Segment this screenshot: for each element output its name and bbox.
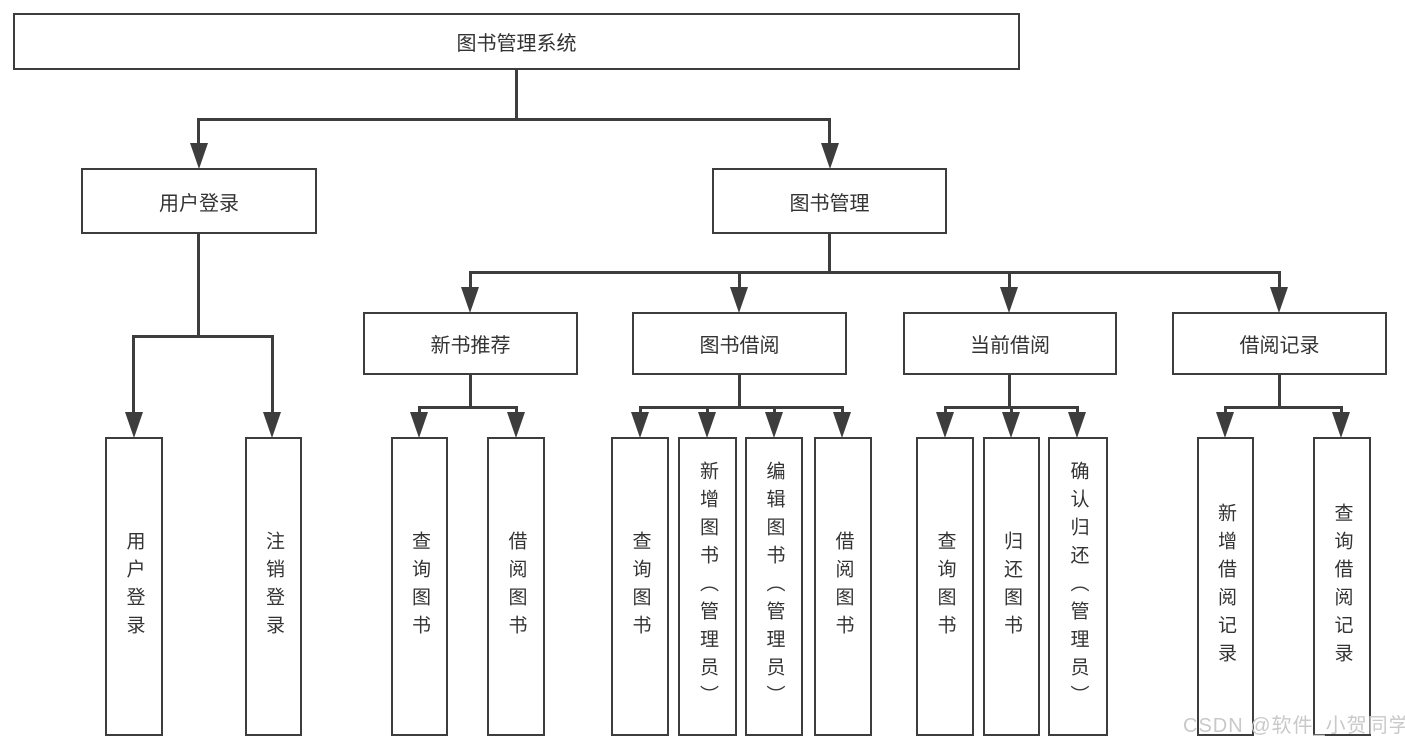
node-label: 当前借阅 [970, 335, 1050, 357]
node-label: 用户登录 [123, 530, 145, 643]
node-label: 用户登录 [159, 192, 239, 215]
node-label: 注销登录 [263, 530, 284, 643]
edge-vline [197, 234, 200, 338]
arrowhead-down-icon [730, 287, 748, 313]
node-label: 借阅图书 [832, 530, 854, 643]
arrowhead-down-icon [125, 412, 143, 438]
edge-vline [469, 375, 472, 408]
node-label: 查询图书 [934, 530, 956, 643]
edge-vline [738, 271, 741, 289]
arrowhead-down-icon [1000, 287, 1018, 313]
node-label: 归还图书 [1001, 530, 1022, 643]
edge-vline [1278, 271, 1281, 289]
edge-hline [418, 406, 518, 409]
leaf-query-borrow-record: 查询借阅记录 [1313, 437, 1371, 736]
node-book-borrowing: 图书借阅 [632, 312, 847, 375]
edge-vline [1008, 271, 1011, 289]
edge-vline [1278, 375, 1281, 408]
leaf-borrow-book: 借阅图书 [487, 437, 545, 736]
leaf-confirm-return-admin: 确认归还（管理员） [1048, 437, 1108, 736]
arrowhead-down-icon [190, 143, 208, 169]
node-label: 图书管理系统 [456, 33, 577, 55]
edge-hline [197, 118, 831, 121]
arrowhead-down-icon [263, 412, 281, 438]
edge-vline [1340, 406, 1343, 414]
edge-vline [515, 406, 518, 414]
edge-vline [828, 234, 831, 274]
leaf-edit-book-admin: 编辑图书（管理员） [745, 437, 803, 736]
edge-vline [1008, 375, 1011, 408]
node-book-management: 图书管理 [712, 168, 947, 234]
node-label: 借阅图书 [505, 530, 527, 643]
edge-hline [132, 335, 274, 338]
edge-vline [132, 335, 135, 414]
edge-vline [639, 406, 642, 414]
node-label: 新增借阅记录 [1215, 502, 1236, 671]
edge-vline [1076, 406, 1079, 414]
node-label: 查询借阅记录 [1331, 502, 1353, 671]
node-label: 编辑图书（管理员） [763, 460, 785, 713]
csdn-watermark: CSDN @软件_小贺同学 [1183, 715, 1405, 737]
arrowhead-down-icon [1216, 412, 1234, 438]
edge-vline [271, 335, 274, 414]
edge-vline [197, 118, 200, 145]
edge-hline [639, 406, 844, 409]
arrowhead-down-icon [507, 412, 525, 438]
edge-vline [841, 406, 844, 414]
arrowhead-down-icon [698, 412, 716, 438]
arrowhead-down-icon [833, 412, 851, 438]
arrowhead-down-icon [631, 412, 649, 438]
edge-vline [515, 70, 518, 120]
leaf-return-book: 归还图书 [983, 437, 1040, 736]
node-label: 新书推荐 [430, 335, 511, 357]
node-new-book-recommend: 新书推荐 [363, 312, 578, 375]
arrowhead-down-icon [765, 412, 783, 438]
edge-vline [828, 118, 831, 145]
leaf-query-book: 查询图书 [611, 437, 669, 736]
node-label: 查询图书 [409, 530, 430, 643]
arrowhead-down-icon [936, 412, 954, 438]
edge-vline [1224, 406, 1227, 414]
leaf-add-book-admin: 新增图书（管理员） [678, 437, 737, 736]
node-current-borrowing: 当前借阅 [903, 312, 1117, 375]
arrowhead-down-icon [1332, 412, 1350, 438]
node-label: 确认归还（管理员） [1067, 460, 1089, 713]
node-borrowing-records: 借阅记录 [1172, 312, 1387, 375]
leaf-query-book: 查询图书 [916, 437, 974, 736]
edge-vline [469, 271, 472, 289]
leaf-logout-login: 注销登录 [245, 437, 302, 736]
arrowhead-down-icon [821, 143, 839, 169]
arrowhead-down-icon [461, 287, 479, 313]
node-label: 查询图书 [629, 530, 651, 643]
node-label: 图书管理 [789, 192, 870, 215]
leaf-query-book: 查询图书 [391, 437, 448, 736]
arrowhead-down-icon [1270, 287, 1288, 313]
edge-vline [773, 406, 776, 414]
arrowhead-down-icon [410, 412, 428, 438]
edge-vline [706, 406, 709, 414]
edge-hline [1224, 406, 1343, 409]
node-user-login: 用户登录 [81, 168, 317, 234]
edge-vline [418, 406, 421, 414]
node-label: 新增图书（管理员） [697, 460, 718, 713]
node-label: 图书借阅 [699, 335, 780, 357]
arrowhead-down-icon [1068, 412, 1086, 438]
leaf-add-borrow-record: 新增借阅记录 [1197, 437, 1254, 736]
arrowhead-down-icon [1002, 412, 1020, 438]
node-label: 借阅记录 [1239, 335, 1320, 357]
leaf-borrow-book: 借阅图书 [814, 437, 872, 736]
node-library-management-system: 图书管理系统 [13, 13, 1020, 70]
edge-vline [944, 406, 947, 414]
edge-vline [1010, 406, 1013, 414]
leaf-user-login: 用户登录 [105, 437, 163, 736]
edge-vline [738, 375, 741, 408]
edge-hline [469, 271, 1281, 274]
